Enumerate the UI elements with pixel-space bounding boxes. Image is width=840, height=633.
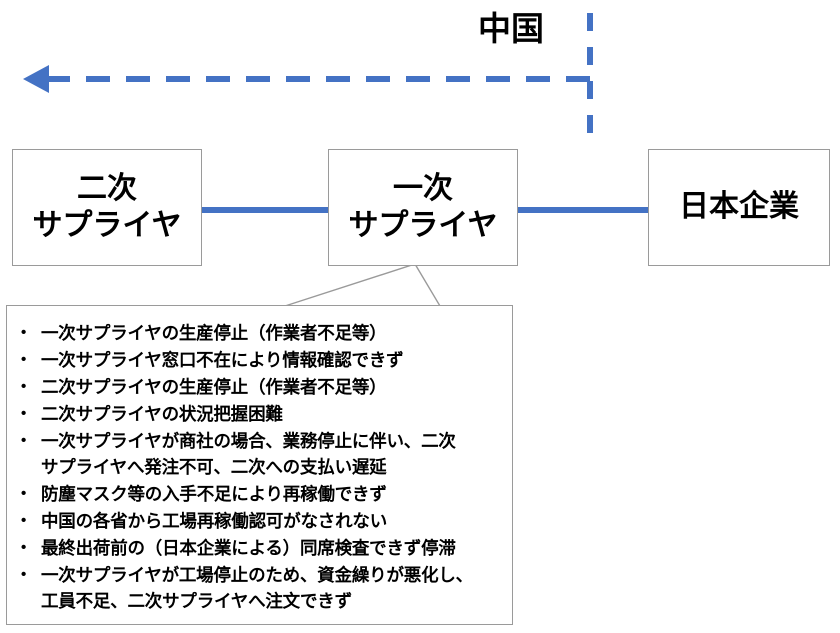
node-primary-supplier-label: 一次 サプライヤ [348, 171, 498, 242]
node-primary-supplier[interactable]: 一次 サプライヤ [328, 149, 518, 266]
list-item: 防塵マスク等の入手不足により再稼働できず [15, 481, 504, 507]
connector-primary-to-japanese [516, 207, 650, 213]
node-secondary-supplier-label: 二次 サプライヤ [32, 171, 182, 242]
list-item: 一次サプライヤが商社の場合、業務停止に伴い、二次 サプライヤへ発注不可、二次への… [15, 428, 504, 480]
node-japanese-company[interactable]: 日本企業 [648, 149, 830, 266]
node-japanese-company-label: 日本企業 [679, 190, 799, 224]
impact-arrow-head-icon [23, 65, 49, 93]
callout-tail-shape [284, 263, 442, 307]
list-item: 一次サプライヤが工場停止のため、資金繰りが悪化し、 工員不足、二次サプライヤへ注… [15, 562, 504, 614]
connector-secondary-to-primary [200, 207, 330, 213]
node-secondary-supplier[interactable]: 二次 サプライヤ [12, 149, 202, 266]
list-item: 一次サプライヤ窓口不在により情報確認できず [15, 347, 504, 373]
list-item: 最終出荷前の（日本企業による）同席検査できず停滞 [15, 535, 504, 561]
region-label-china: 中国 [478, 10, 544, 47]
list-item: 一次サプライヤの生産停止（作業者不足等） [15, 320, 504, 346]
list-item: 中国の各省から工場再稼働認可がなされない [15, 508, 504, 534]
issue-list-callout: 一次サプライヤの生産停止（作業者不足等） 一次サプライヤ窓口不在により情報確認で… [6, 305, 513, 625]
list-item: 二次サプライヤの生産停止（作業者不足等） [15, 374, 504, 400]
list-item: 二次サプライヤの状況把握困難 [15, 401, 504, 427]
